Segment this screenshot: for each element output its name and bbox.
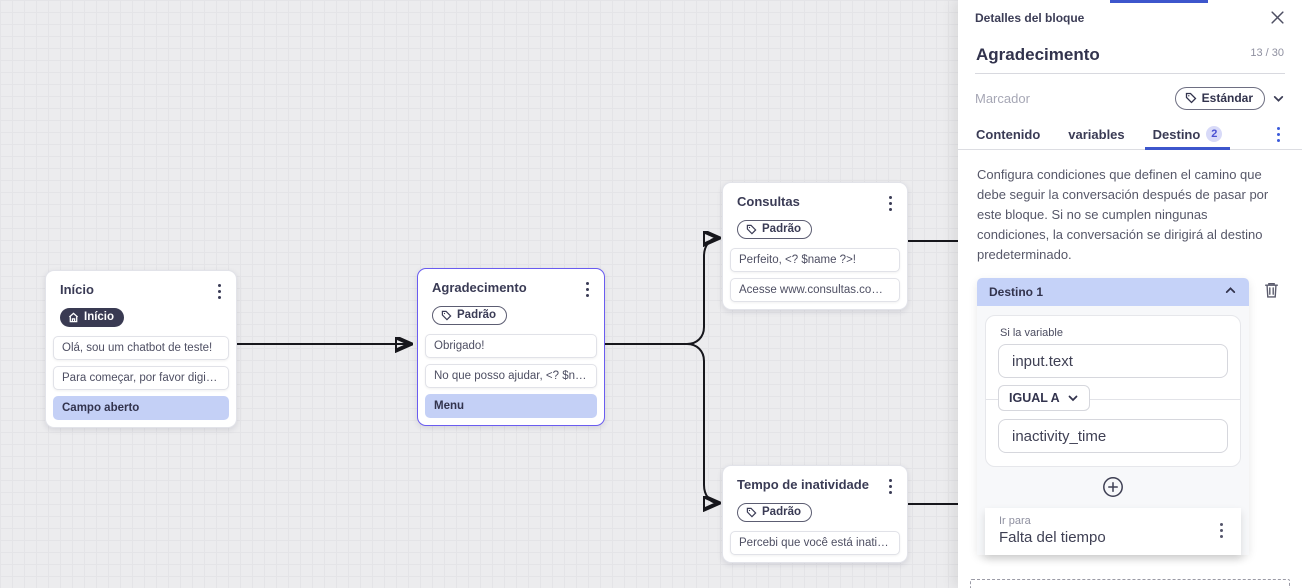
node-title: Agradecimento [432, 280, 527, 295]
add-destination-button[interactable]: Agregar destino [970, 579, 1290, 588]
tab-destino[interactable]: Destino 2 [1144, 119, 1230, 150]
tab-contenido[interactable]: Contenido [976, 126, 1041, 142]
condition-card: Si la variable IGUAL A [985, 315, 1241, 467]
goto-destination[interactable]: Ir para Falta del tiempo [985, 508, 1241, 555]
node-tempo-inatividade[interactable]: Tempo de inatividade Padrão Percebi que … [722, 465, 908, 563]
padrao-badge: Padrão [737, 503, 812, 522]
destination-description: Configura condiciones que definen el cam… [977, 167, 1269, 262]
value-input[interactable] [998, 419, 1228, 453]
message-row[interactable]: Olá, sou um chatbot de teste! [53, 336, 229, 360]
edge-agradecimento-consultas[interactable] [604, 238, 718, 345]
variable-input[interactable] [998, 344, 1228, 378]
node-consultas[interactable]: Consultas Padrão Perfeito, <? $name ?>! … [722, 182, 908, 310]
goto-value: Falta del tiempo [999, 529, 1106, 546]
message-row[interactable]: Perfeito, <? $name ?>! [730, 248, 900, 272]
message-row[interactable]: Acesse www.consultas.com par... [730, 278, 900, 302]
node-inicio[interactable]: Início Início Olá, sou um chatbot de tes… [45, 270, 237, 428]
chevron-up-icon[interactable] [1224, 284, 1237, 300]
tag-icon [1185, 92, 1197, 104]
node-menu-icon[interactable] [582, 280, 593, 299]
node-title: Consultas [737, 194, 800, 209]
tab-variables[interactable]: variables [1068, 126, 1125, 142]
node-menu-icon[interactable] [885, 477, 896, 496]
home-icon [68, 312, 79, 322]
char-counter: 13 / 30 [1250, 47, 1284, 59]
node-title: Tempo de inatividade [737, 477, 869, 492]
destino-header[interactable]: Destino 1 [977, 278, 1249, 306]
marker-tag-pill[interactable]: Estándar [1174, 87, 1265, 110]
marker-tag-label: Estándar [1201, 91, 1253, 105]
tag-icon [746, 224, 757, 234]
badge-label: Padrão [457, 309, 496, 321]
node-agradecimento[interactable]: Agradecimento Padrão Obrigado! No que po… [417, 268, 605, 426]
tag-icon [746, 507, 757, 517]
condition-label: Si la variable [1000, 327, 1063, 339]
message-row[interactable]: No que posso ajudar, <? $name ... [425, 364, 597, 388]
edge-agradecimento-tempo[interactable] [604, 343, 718, 503]
trash-icon[interactable] [1263, 281, 1280, 304]
destino-count-badge: 2 [1206, 126, 1223, 142]
add-condition-button[interactable] [1102, 476, 1124, 498]
message-row[interactable]: Para começar, por favor digite o ... [53, 366, 229, 390]
panel-tabs: Contenido variables Destino 2 [958, 119, 1302, 150]
message-row[interactable]: Obrigado! [425, 334, 597, 358]
inicio-badge: Início [60, 308, 125, 327]
badge-label: Padrão [762, 223, 801, 235]
badge-label: Padrão [762, 506, 801, 518]
node-title: Início [60, 282, 94, 297]
operator-label: IGUAL A [1009, 391, 1060, 405]
panel-title: Detalles del bloque [975, 10, 1085, 25]
chevron-down-icon[interactable] [1272, 92, 1285, 105]
block-name-input[interactable]: Agradecimento [976, 45, 1100, 64]
chevron-down-icon [1068, 395, 1078, 402]
node-menu-icon[interactable] [214, 282, 225, 301]
marker-input[interactable]: Marcador [975, 91, 1030, 106]
padrao-badge: Padrão [432, 306, 507, 325]
goto-menu-icon[interactable] [1216, 521, 1227, 540]
operator-select[interactable]: IGUAL A [998, 385, 1090, 411]
destino-title: Destino 1 [989, 285, 1044, 299]
padrao-badge: Padrão [737, 220, 812, 239]
node-menu-icon[interactable] [885, 194, 896, 213]
menu-row[interactable]: Menu [425, 394, 597, 418]
destino-card: Destino 1 Si la variable IGUAL A [977, 278, 1249, 555]
close-icon[interactable] [1270, 10, 1285, 25]
block-details-panel: Detalles del bloque Agradecimento 13 / 3… [958, 0, 1302, 588]
open-field-row[interactable]: Campo aberto [53, 396, 229, 420]
top-tab-indicator [1110, 0, 1208, 3]
tag-icon [441, 310, 452, 320]
tabs-menu-icon[interactable] [1273, 125, 1284, 144]
message-row[interactable]: Percebi que você está inativo. C... [730, 531, 900, 555]
badge-label: Início [84, 311, 115, 323]
goto-label: Ir para [999, 515, 1031, 527]
